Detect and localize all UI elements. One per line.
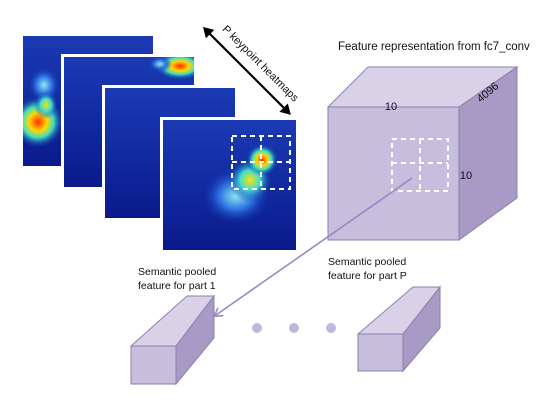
part1-label-line1: Semantic pooled [138,266,216,278]
pooling-arrow [216,177,413,315]
feature-title: Feature representation from fc7_conv [338,41,530,53]
pooling-grid-cube [391,138,449,192]
double-arrow-icon [203,27,291,115]
heatmap-4 [160,117,299,253]
part1-label-line2: feature for part 1 [138,280,216,292]
partP-feature-prism [356,285,442,373]
feature-cube [326,66,519,241]
pooling-grid-heatmap [231,135,291,190]
dim-width-label: 10 [385,101,397,113]
dim-height-label: 10 [460,170,472,182]
cube-front-face [327,106,460,241]
partP-label-line1: Semantic pooled [328,256,406,268]
ellipsis-dots-icon [252,323,336,333]
part1-feature-prism [129,294,216,386]
partP-label-line2: feature for part P [328,270,407,282]
